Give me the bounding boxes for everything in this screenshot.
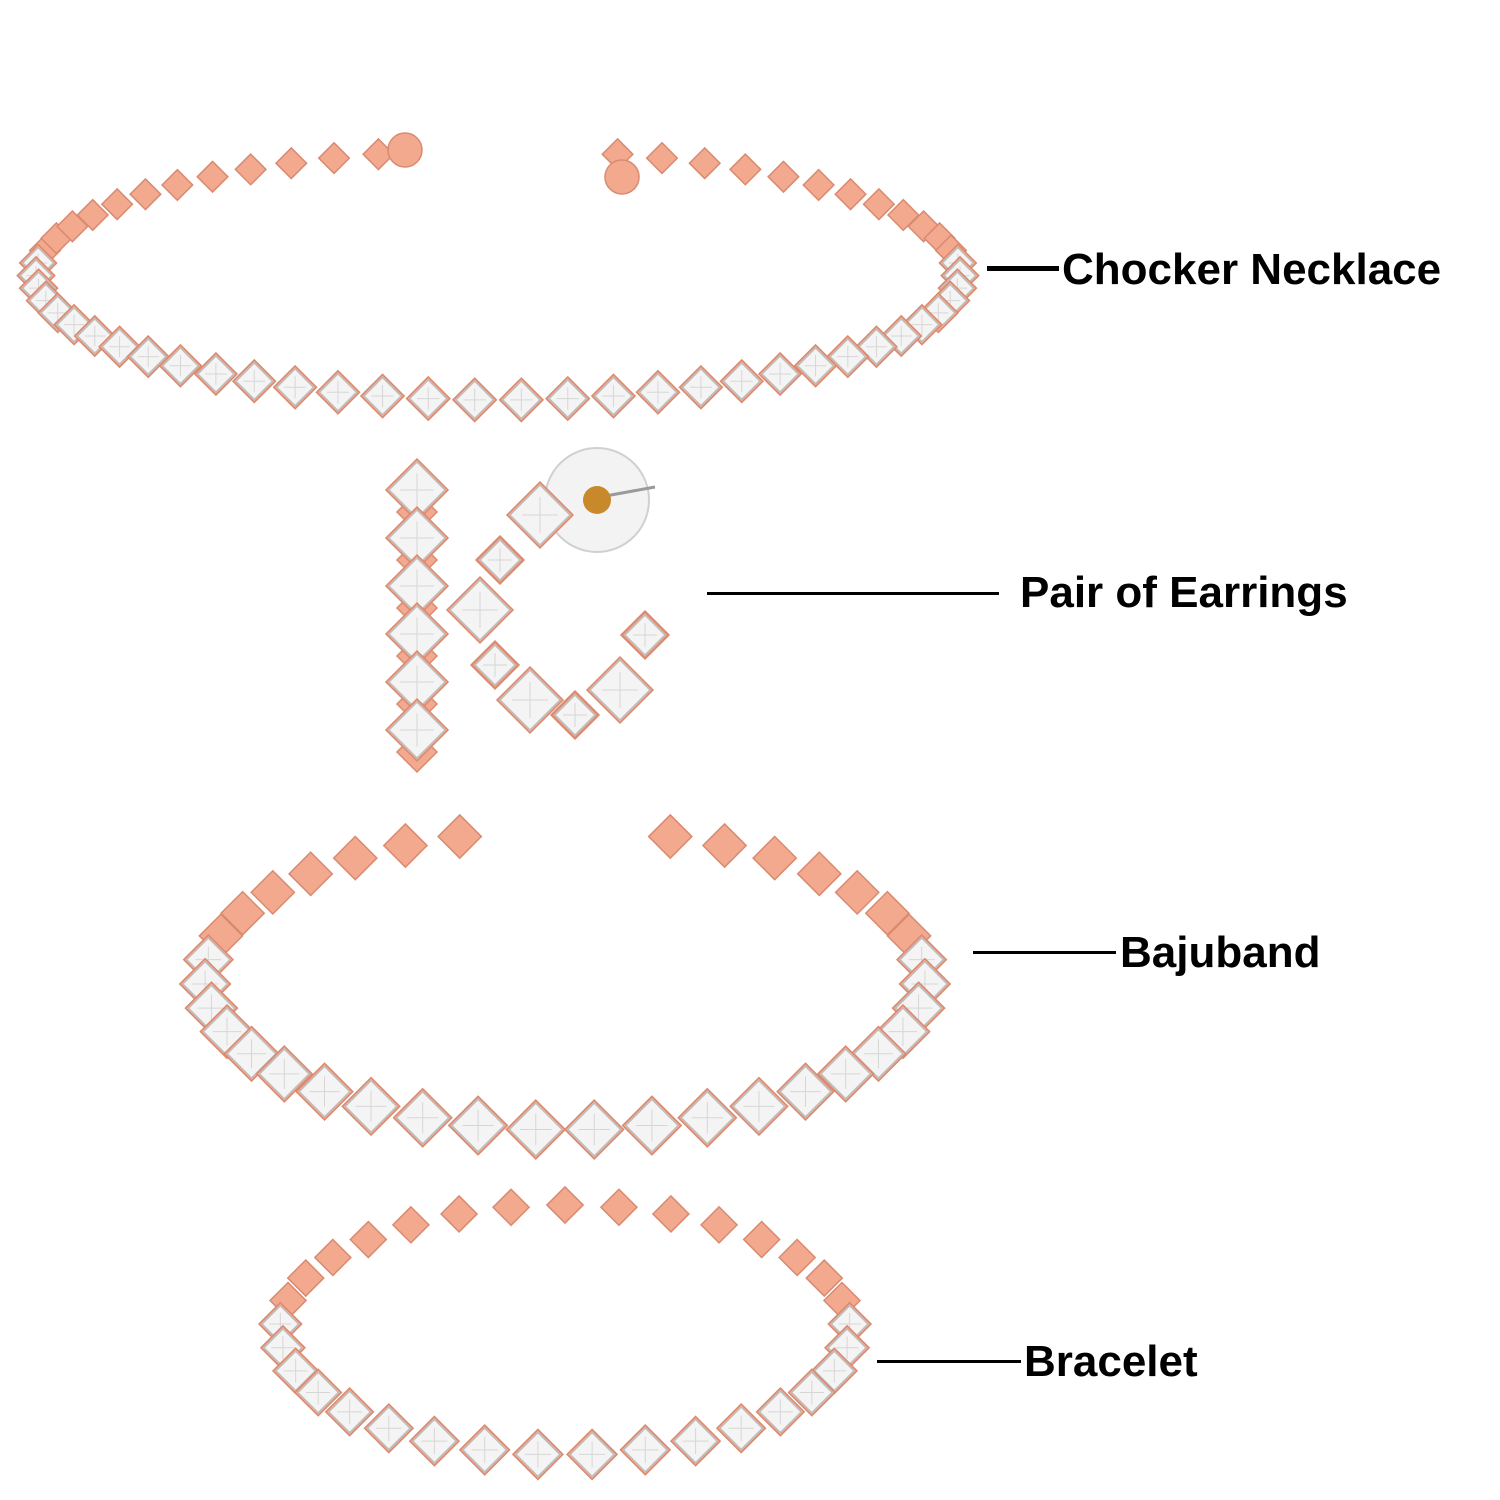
metal-link [742,1220,781,1259]
bracelet-label: Bracelet [1024,1337,1198,1386]
metal-link [349,1220,388,1259]
metal-link [647,813,693,860]
metal-link [545,1185,585,1225]
choker-leader-line [987,266,1059,271]
metal-link [701,822,748,869]
metal-link [645,141,679,175]
metal-link [700,1205,739,1244]
metal-link [100,187,134,221]
metal-link [437,813,483,860]
metal-link [274,146,308,180]
metal-link [129,177,162,211]
choker-end-ball [604,159,640,195]
metal-link [382,822,429,869]
metal-link [76,198,110,232]
metal-link [805,1259,844,1298]
metal-link [651,1194,690,1234]
metal-link [862,187,896,221]
bajuband-label: Bajuband [1120,928,1321,977]
metal-link [317,141,351,175]
metal-link [313,1238,352,1277]
bajuband-leader-line [973,951,1116,954]
metal-link [767,160,800,194]
bracelet-image [257,1185,873,1481]
metal-link [864,890,911,936]
metal-link [834,177,867,211]
metal-link [288,851,334,897]
metal-link [796,851,842,897]
metal-link [599,1188,638,1227]
choker-label: Chocker Necklace [1062,245,1442,294]
metal-link [391,1205,430,1244]
metal-link [56,210,89,243]
metal-link [440,1194,479,1234]
earrings-leader-line [707,592,999,595]
earrings-label: Pair of Earrings [1020,568,1348,617]
metal-link [286,1259,325,1298]
metal-link [219,890,266,936]
earrings-image [384,447,671,774]
choker-necklace-image [16,132,980,423]
choker-end-ball [387,132,423,168]
metal-link [834,869,880,916]
metal-link [492,1188,531,1227]
metal-link [161,168,194,202]
metal-link [886,198,920,232]
metal-link [752,835,798,881]
metal-link [332,835,378,881]
metal-link [728,153,762,186]
metal-link [688,146,722,180]
metal-link [802,168,835,202]
metal-link [778,1238,817,1277]
metal-link [250,869,296,916]
bracelet-leader-line [877,1360,1021,1363]
metal-link [196,160,229,194]
metal-link [234,153,268,186]
earring-stud [583,486,611,514]
bajuband-image [178,813,952,1160]
